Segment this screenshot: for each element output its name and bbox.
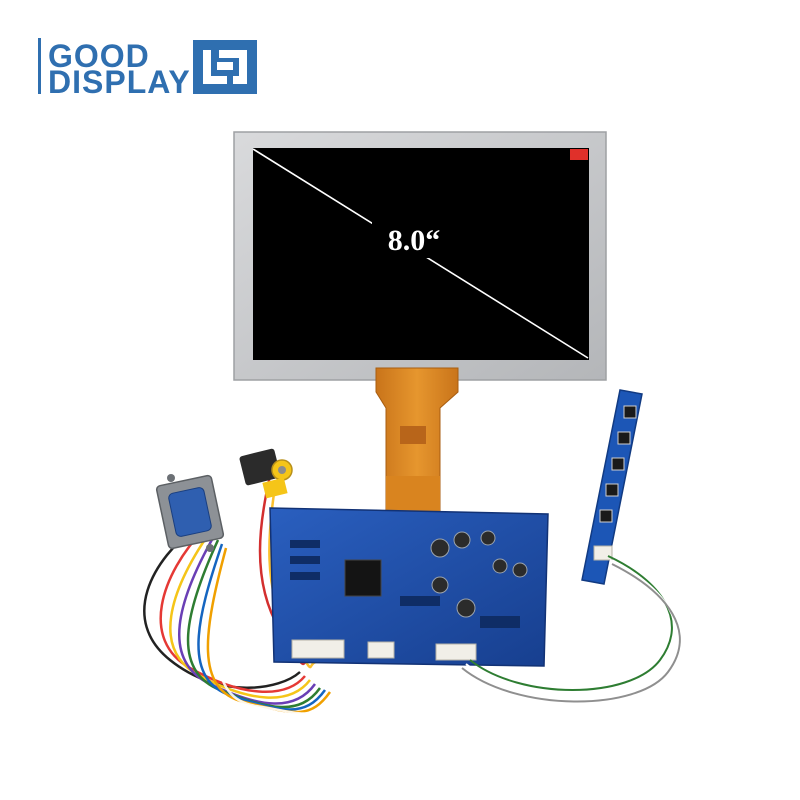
- board-connector-mid: [367, 641, 395, 659]
- board-connector-left: [291, 639, 345, 659]
- screen-size-label: 8.0“: [388, 224, 441, 257]
- size-label-backing: [372, 220, 458, 258]
- keypad-cable: [461, 555, 681, 703]
- brand-name-line1: GOOD: [48, 38, 150, 74]
- board-connector-right: [435, 643, 477, 661]
- logo-divider-bar: [38, 38, 41, 94]
- brand-logo-icon: [193, 40, 257, 94]
- main-ic-chip: [344, 559, 382, 597]
- fpc-flex-cable: [375, 367, 459, 521]
- vga-connector: [155, 474, 225, 552]
- av-rca-connector: [239, 448, 293, 499]
- wire-harness: [143, 475, 337, 715]
- keypad-board: [581, 389, 643, 585]
- brand-name-line2: DISPLAY: [48, 64, 191, 100]
- protective-film-tab: [570, 149, 588, 160]
- lcd-module: 8.0“: [233, 131, 607, 381]
- driver-board: [269, 507, 549, 667]
